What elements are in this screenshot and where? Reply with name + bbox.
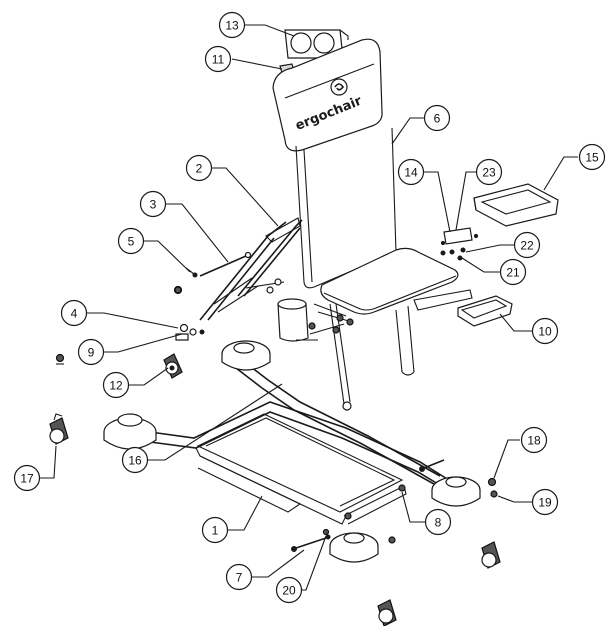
part-6-backrest	[272, 38, 397, 289]
callout-label: 15	[585, 151, 599, 165]
callout-label: 12	[109, 379, 123, 393]
callout-label: 20	[282, 584, 296, 598]
part-20-nut	[322, 512, 352, 536]
callout-6: 6	[423, 104, 451, 132]
callout-label: 5	[128, 235, 135, 249]
callout-22: 22	[513, 231, 541, 259]
callout-9: 9	[77, 338, 105, 366]
foot-pad-front	[329, 532, 379, 563]
callout-2: 2	[185, 154, 213, 182]
foot-pad-back	[221, 340, 271, 371]
callout-label: 2	[196, 162, 203, 176]
callout-label: 8	[435, 516, 442, 530]
callout-14: 14	[397, 158, 425, 186]
callout-23: 23	[475, 158, 503, 186]
callout-19: 19	[531, 488, 559, 516]
part-17-caster	[49, 413, 69, 445]
callout-10: 10	[531, 317, 559, 345]
callout-label: 9	[88, 346, 95, 360]
part-4-bushing	[175, 323, 205, 341]
callout-label: 14	[404, 166, 418, 180]
callout-8: 8	[424, 508, 452, 536]
caster-right	[481, 541, 501, 569]
part-1-base-frame	[149, 359, 453, 525]
callout-label: 18	[527, 434, 541, 448]
foot-pad-left	[103, 413, 157, 450]
callout-label: 7	[236, 571, 243, 585]
callout-11: 11	[204, 45, 232, 73]
callout-label: 22	[520, 239, 534, 253]
callout-label: 10	[538, 325, 552, 339]
part-12-caster	[163, 353, 183, 379]
callout-label: 21	[506, 266, 520, 280]
cup-holder	[277, 298, 354, 342]
callout-label: 13	[225, 19, 239, 33]
part-7-bolt	[291, 534, 396, 552]
callout-5: 5	[117, 227, 145, 255]
part-3-rod	[199, 251, 252, 277]
callout-15: 15	[578, 143, 606, 171]
part-15-tray	[473, 183, 559, 227]
callout-7: 7	[225, 563, 253, 591]
callout-16: 16	[121, 446, 149, 474]
callout-label: 19	[538, 496, 552, 510]
foot-pad-right	[431, 476, 481, 507]
callout-4: 4	[60, 299, 88, 327]
caster-bottom	[377, 599, 397, 626]
part-18-nut	[487, 477, 497, 487]
part-2-arm-frame	[199, 217, 303, 321]
callout-3: 3	[139, 190, 167, 218]
callout-18: 18	[520, 426, 548, 454]
part-14-bracket	[440, 227, 479, 261]
callout-label: 11	[212, 53, 225, 67]
callout-label: 3	[150, 198, 157, 212]
callout-1: 1	[201, 516, 229, 544]
callout-label: 1	[212, 524, 219, 538]
callout-17: 17	[13, 464, 41, 492]
callout-label: 23	[482, 166, 496, 180]
callout-label: 17	[20, 472, 34, 486]
callout-label: 6	[434, 112, 441, 126]
leader-lines	[40, 24, 578, 591]
callout-20: 20	[275, 576, 303, 604]
callout-label: 16	[128, 454, 142, 468]
callout-21: 21	[499, 258, 527, 286]
seat	[320, 247, 473, 411]
callout-label: 4	[71, 307, 78, 321]
loose-nuts	[55, 286, 182, 365]
part-10-cup-tray	[457, 295, 513, 327]
callout-12: 12	[102, 371, 130, 399]
part-8-bolt	[398, 459, 445, 492]
part-19-washer	[490, 490, 498, 498]
callout-13: 13	[218, 11, 246, 39]
